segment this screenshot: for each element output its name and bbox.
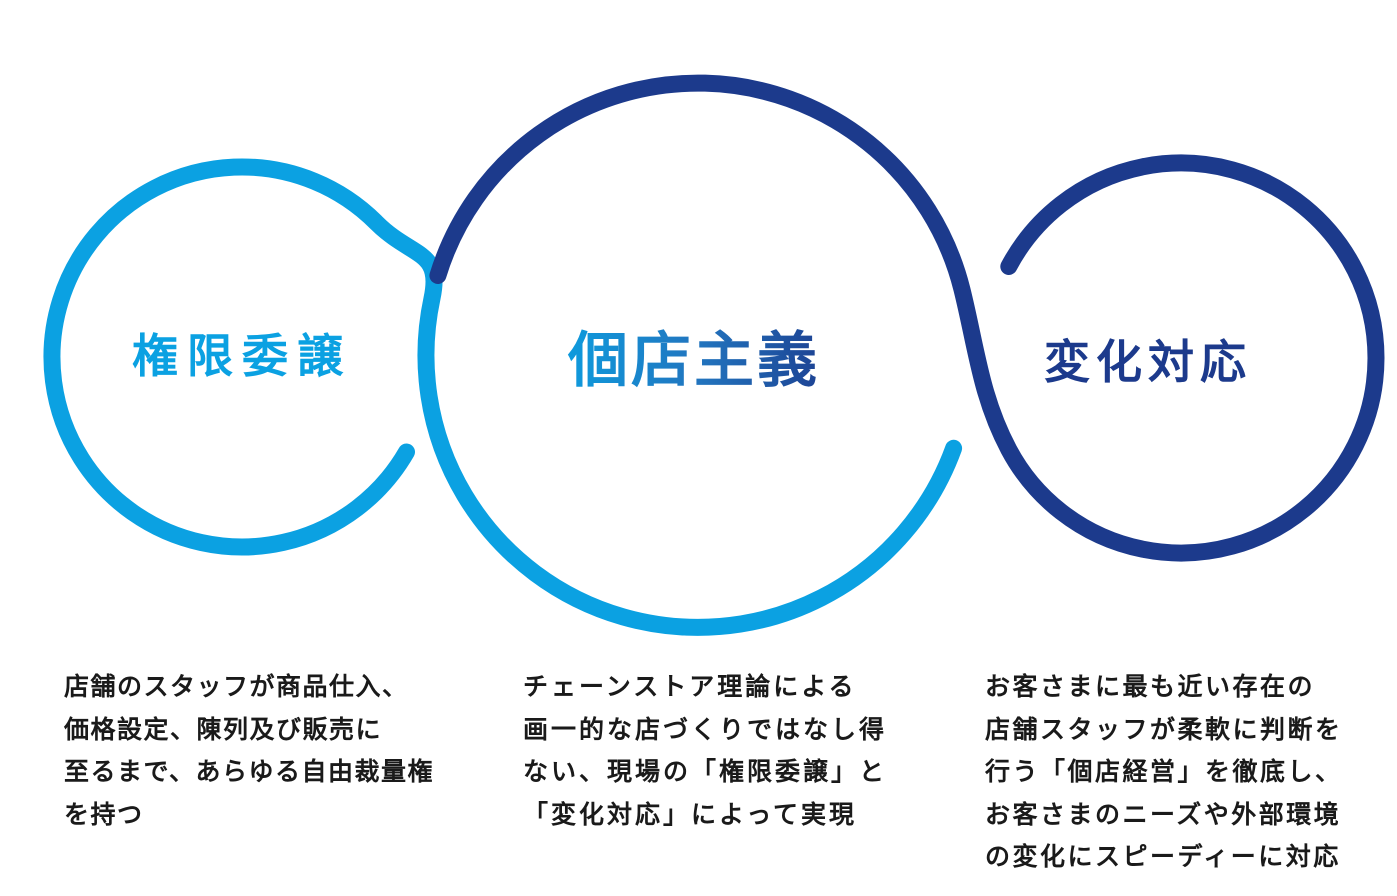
description-line: 至るまで、あらゆる自由裁量権 bbox=[64, 758, 435, 786]
description-line: 店舗スタッフが柔軟に判断を bbox=[985, 715, 1343, 744]
description-line: 画一的な店づくりではなし得 bbox=[523, 715, 888, 744]
description-change-response: お客さまに最も近い存在の 店舗スタッフが柔軟に判断を 行う「個店経営」を徹底し、… bbox=[985, 666, 1343, 879]
description-delegation: 店舗のスタッフが商品仕入、 価格設定、陳列及び販売に 至るまで、あらゆる自由裁量… bbox=[64, 666, 434, 836]
light-blue-ring-path bbox=[43, 158, 963, 636]
description-line: チェーンストア理論による bbox=[523, 673, 857, 701]
ring-label-delegation: 権限委譲 bbox=[132, 330, 352, 382]
description-line: 行う「個店経営」を徹底し、 bbox=[985, 758, 1343, 786]
description-line: 店舗のスタッフが商品仕入、 bbox=[64, 673, 409, 701]
description-line: お客さまのニーズや外部環境 bbox=[985, 800, 1342, 829]
description-line: ない、現場の「権限委譲」と bbox=[523, 758, 888, 786]
description-line: 価格設定、陳列及び販売に bbox=[64, 715, 383, 744]
description-individual-store-principle: チェーンストア理論による 画一的な店づくりではなし得 ない、現場の「権限委譲」と… bbox=[523, 666, 887, 836]
navy-ring-path bbox=[429, 74, 1385, 562]
ring-label-change-response: 変化対応 bbox=[1044, 336, 1252, 388]
description-line: 「変化対応」によって実現 bbox=[523, 800, 858, 829]
description-line: の変化にスピーディーに対応 bbox=[985, 843, 1341, 871]
description-line: お客さまに最も近い存在の bbox=[985, 673, 1316, 701]
ring-label-individual-store-principle: 個店主義 bbox=[544, 328, 844, 394]
description-line: を持つ bbox=[64, 800, 144, 829]
